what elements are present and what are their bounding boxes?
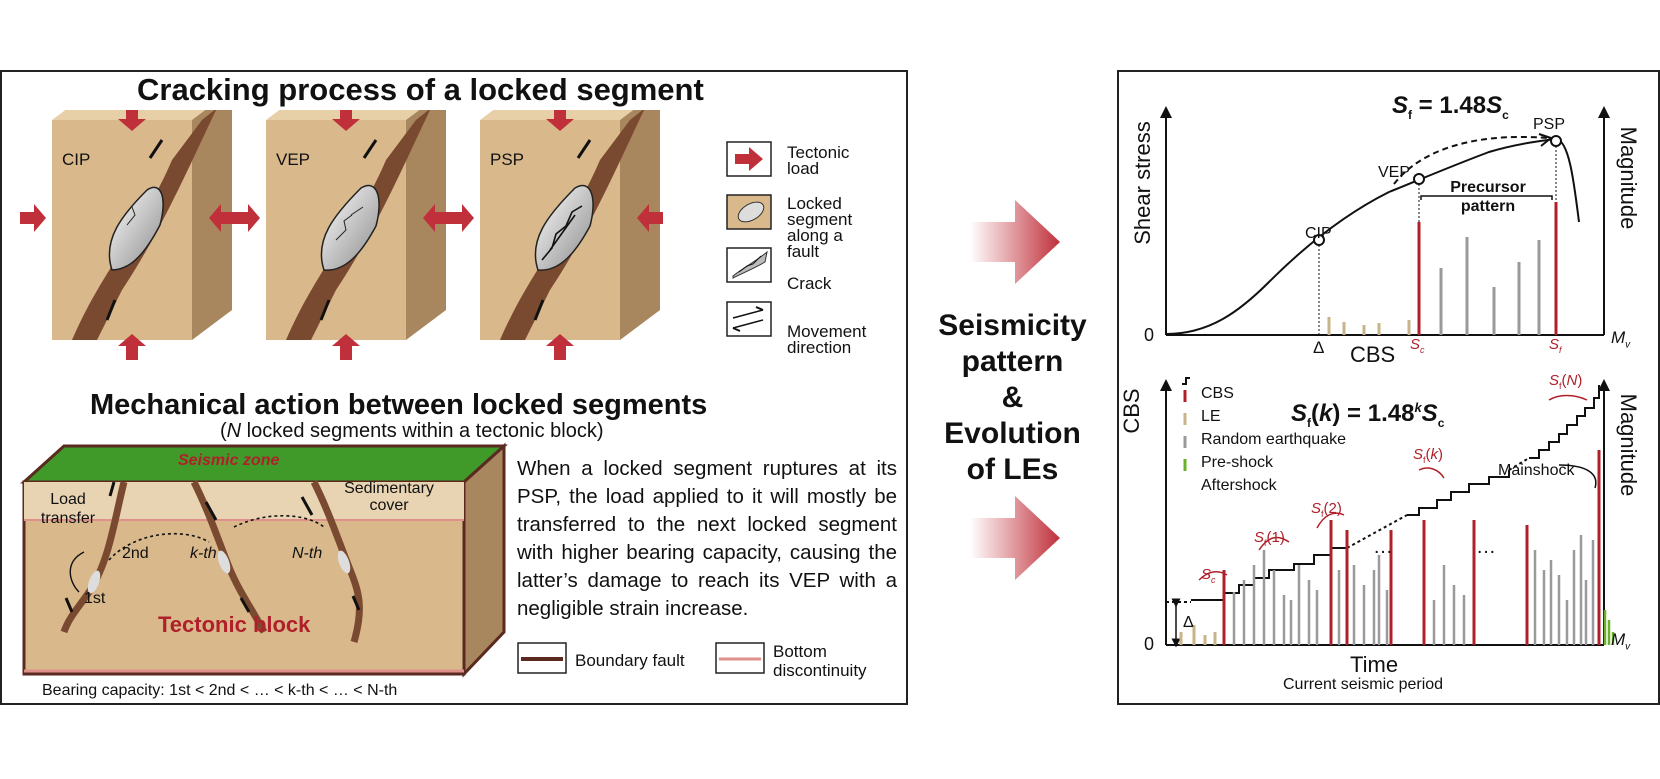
cip-point-label: CIP (1305, 225, 1332, 242)
top-y-right-label: Magnitude (1616, 126, 1641, 230)
n-italic: N (226, 420, 242, 442)
top-bars (1327, 202, 1558, 335)
cbs-staircase (1166, 385, 1600, 603)
time-axis-label: Time (1350, 652, 1399, 677)
legend-pre-shock: Pre-shock (1201, 454, 1274, 471)
precursor-pattern-label: Precursor pattern (1450, 179, 1526, 215)
bottom-sc-label: Sc (1201, 566, 1216, 585)
ellipsis-1: … (1373, 536, 1393, 558)
top-zero-label: 0 (1144, 325, 1155, 345)
legend-tectonic-load: Tectonic load (787, 143, 850, 178)
label-nth: N-th (292, 545, 323, 562)
center-line-1: Seismicity (938, 309, 1087, 342)
cbs-chart (1160, 377, 1615, 648)
bottom-delta-label: Δ (1183, 614, 1194, 631)
top-y-left-label: Shear stress (1130, 121, 1155, 245)
center-line-5: of LEs (966, 453, 1059, 486)
stage-label-cip: CIP (62, 150, 91, 169)
bottom-bars (1179, 450, 1615, 645)
mechanical-action-title: Mechanical action between locked segment… (90, 389, 708, 421)
sedimentary-cover-label: Sedimentary cover (344, 480, 434, 514)
vep-block (266, 110, 446, 340)
center-arrows (970, 200, 1060, 580)
legend-random-earthquake: Random earthquake (1201, 431, 1346, 448)
bottom-discontinuity-icon (715, 642, 765, 674)
top-cbs-label: CBS (1350, 342, 1396, 367)
label-1st: 1st (84, 590, 106, 607)
bearing-capacity-note: Bearing capacity: 1st < 2nd < … < k-th <… (42, 682, 398, 699)
seismic-zone-label: Seismic zone (178, 452, 280, 469)
mechanical-action-subtitle: (N locked segments within a tectonic blo… (220, 420, 604, 442)
cracking-title: Cracking process of a locked segment (137, 72, 704, 107)
legend-locked-segment: Locked segment along a fault (787, 194, 853, 261)
tectonic-block-diagram (20, 442, 508, 678)
cracking-blocks-illustration (20, 110, 663, 360)
label-kth: k-th (190, 545, 217, 562)
top-mv-label: Mv (1611, 328, 1631, 351)
psp-block (480, 110, 660, 340)
ellipsis-2: … (1476, 536, 1496, 558)
tectonic-load-arrows (20, 110, 663, 360)
center-caption: Seismicity pattern & Evolution of LEs (920, 308, 1105, 488)
load-transfer-label: Load transfer (40, 491, 96, 527)
top-sc-label: Sc (1410, 336, 1425, 355)
bottom-sf1-label: Sf(1) (1254, 529, 1285, 548)
center-line-2: pattern (961, 345, 1064, 378)
stage-label-vep: VEP (276, 150, 311, 169)
cip-block (52, 110, 232, 340)
bottom-pointer-arrows (1198, 394, 1588, 581)
mainshock-label: Mainshock (1498, 462, 1575, 479)
legend-cbs: CBS (1201, 385, 1234, 402)
bottom-zero-label: 0 (1144, 634, 1155, 654)
current-period-label: Current seismic period (1283, 676, 1444, 693)
top-formula: Sf = 1.48Sc (1392, 92, 1509, 122)
bottom-sf2-label: Sf(2) (1311, 500, 1342, 519)
legend-bottom-discontinuity: Bottom discontinuity (773, 642, 867, 680)
top-sf-label: Sf (1549, 336, 1562, 355)
top-delta-label: Δ (1313, 338, 1325, 357)
tectonic-block-label: Tectonic block (158, 612, 311, 637)
legend-crack: Crack (787, 274, 832, 293)
legend-movement: Movement direction (787, 322, 867, 357)
psp-point-label: PSP (1533, 116, 1566, 133)
bottom-mv-label: Mv (1611, 630, 1631, 653)
vep-point-label: VEP (1378, 164, 1411, 181)
bottom-legend-marks (1182, 377, 1190, 471)
label-2nd: 2nd (122, 545, 149, 562)
rupture-description: When a locked segment ruptures at its PS… (517, 457, 897, 620)
legend-le: LE (1201, 408, 1221, 425)
legend-aftershock: Aftershock (1201, 477, 1277, 494)
center-line-3: & (1001, 381, 1024, 414)
legend-boundary-fault: Boundary fault (575, 651, 685, 670)
bottom-formula: Sf(k) = 1.48kSc (1291, 400, 1445, 430)
bottom-y-right-label: Magnitude (1616, 393, 1641, 497)
shear-stress-chart (1160, 106, 1610, 336)
subtitle-rest: locked segments within a tectonic block) (241, 420, 604, 442)
center-line-4: Evolution (944, 417, 1081, 450)
bottom-sfk-label: Sf(k) (1413, 446, 1444, 465)
legend-icons (726, 141, 772, 337)
bottom-sfn-label: Sf(N) (1549, 372, 1583, 391)
bottom-y-left-label: CBS (1119, 388, 1144, 434)
stage-label-psp: PSP (490, 150, 525, 169)
